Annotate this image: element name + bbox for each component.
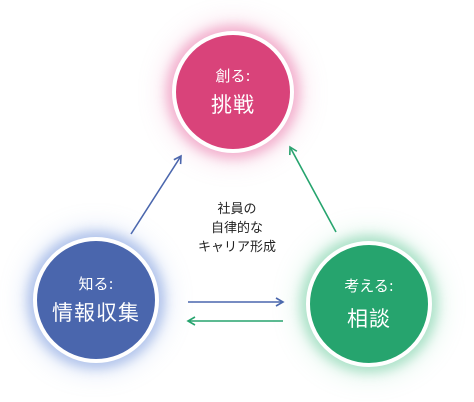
arrow-know-to-create (130, 154, 182, 235)
node-think-word: 相談 (347, 307, 391, 331)
node-know-word: 情報収集 (52, 301, 140, 325)
center-label-line: 自律的な (210, 221, 263, 236)
center-label: 社員の 自律的な キャリア形成 (178, 200, 296, 257)
center-label-line: 社員の (217, 202, 257, 217)
node-know-verb: 知る: (78, 275, 114, 293)
node-create-word: 挑戦 (211, 93, 255, 117)
node-create: 創る: 挑戦 (172, 31, 294, 153)
center-label-line: キャリア形成 (197, 240, 276, 255)
node-create-verb: 創る: (215, 67, 251, 85)
arrow-think-to-create (289, 145, 337, 233)
node-know: 知る: 情報収集 (33, 237, 159, 363)
node-think: 考える: 相談 (306, 241, 432, 367)
node-think-verb: 考える: (344, 277, 394, 295)
